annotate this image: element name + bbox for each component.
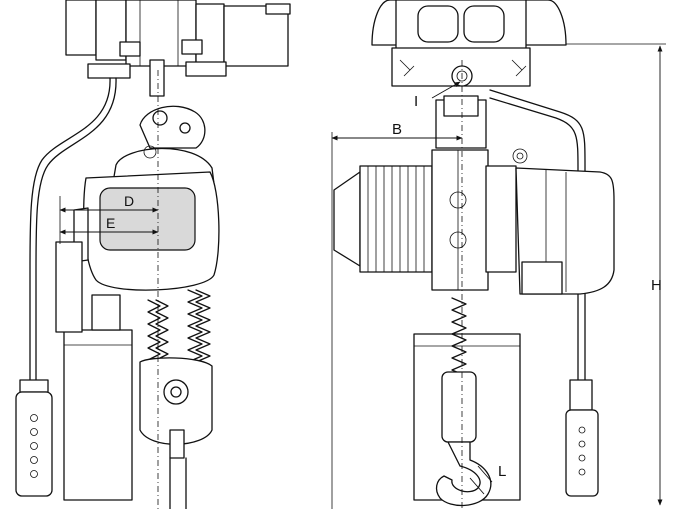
pendant-control-front bbox=[15, 379, 53, 497]
dimension-e: E bbox=[59, 215, 159, 235]
pendant-cable-side bbox=[489, 89, 586, 381]
dimension-i: I bbox=[414, 81, 461, 110]
label-l: L bbox=[498, 463, 506, 480]
label-b: B bbox=[392, 121, 402, 138]
front-view: D E bbox=[15, 0, 291, 510]
label-e: E bbox=[106, 215, 115, 231]
label-h: H bbox=[651, 277, 662, 294]
hoist-body-front bbox=[73, 145, 220, 291]
dimension-l: L bbox=[469, 463, 506, 495]
side-view: B I H L bbox=[331, 0, 666, 509]
gear-frame-side bbox=[431, 149, 517, 291]
trolley-front bbox=[65, 0, 291, 97]
bottom-hook-front bbox=[139, 357, 213, 510]
chain-spring-side bbox=[451, 297, 467, 383]
chain-springs-front bbox=[147, 289, 211, 363]
dimension-h: H bbox=[566, 43, 666, 506]
top-hook-front bbox=[139, 105, 206, 149]
dimension-d: D bbox=[59, 193, 159, 213]
gearbox-side bbox=[515, 167, 615, 295]
dimension-b: B bbox=[331, 121, 463, 509]
pendant-control-side bbox=[565, 379, 599, 497]
bottom-hook-side bbox=[435, 371, 492, 507]
trolley-side bbox=[371, 0, 567, 87]
label-d: D bbox=[124, 193, 134, 209]
chain-bucket-front bbox=[55, 241, 133, 501]
motor-side bbox=[333, 165, 433, 273]
pendant-cable-front bbox=[29, 77, 117, 381]
label-i: I bbox=[414, 93, 418, 110]
